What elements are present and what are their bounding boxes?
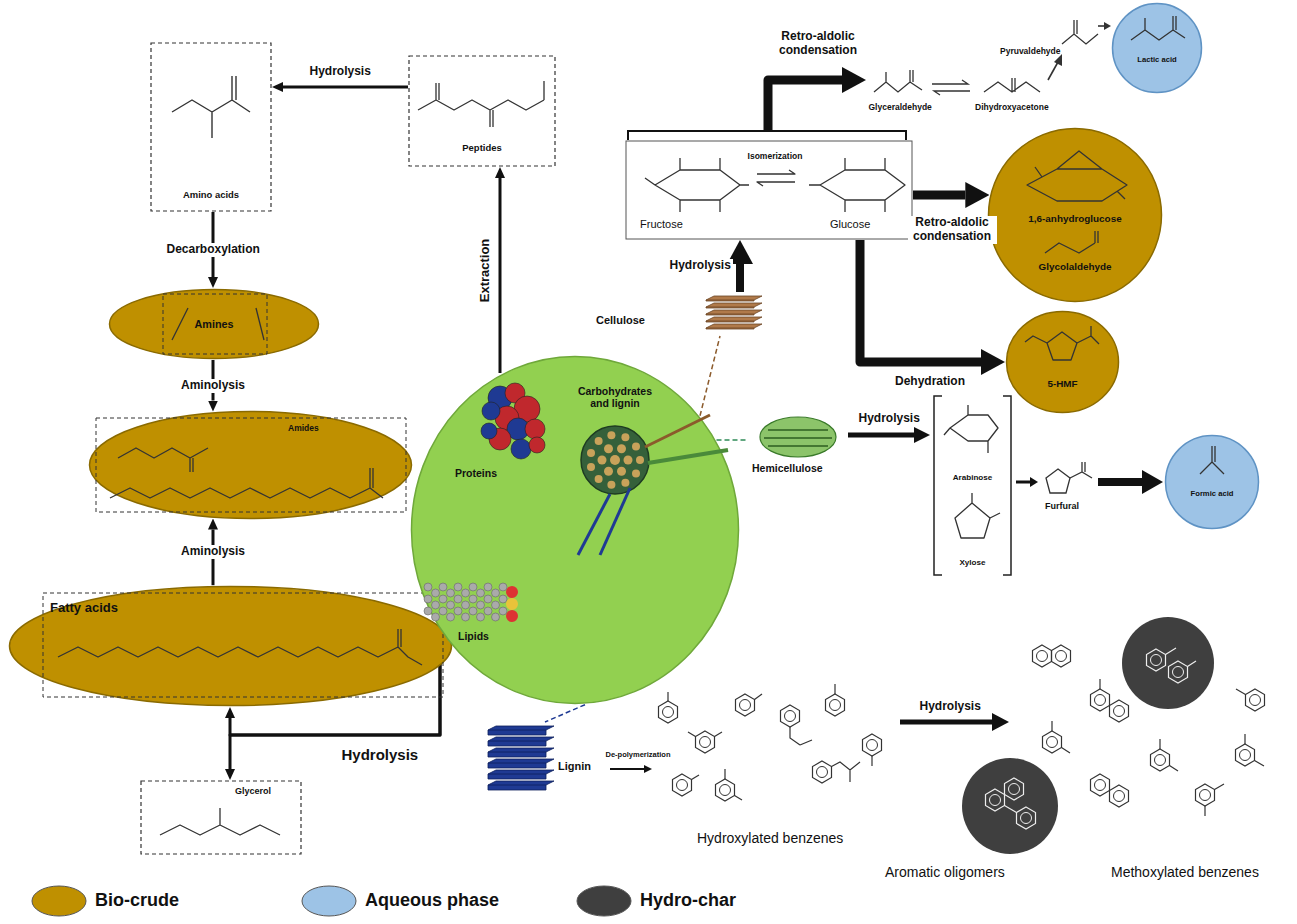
aqueous-circle-outline	[1164, 434, 1260, 530]
dashed-box: Amino acids	[150, 42, 272, 212]
bio-crude-circle: 1,6-anhydroglucoseGlycolaldehyde	[987, 127, 1163, 303]
free-label: Glyceraldehyde	[869, 103, 932, 113]
node-label: Peptides	[408, 143, 556, 154]
node-label: 5-HMF	[1005, 378, 1120, 389]
lignin-picture-outline	[488, 722, 606, 794]
free-label: Pyruvaldehyde	[1000, 47, 1060, 57]
node-label: Lactic acid	[1111, 56, 1203, 65]
connector	[848, 433, 914, 438]
free-label: Hydrolysis	[920, 700, 981, 714]
aqueous-circle: Formic acid	[1164, 434, 1260, 530]
connector	[283, 86, 408, 89]
node-label: Lipids	[458, 630, 489, 642]
free-label: Dihydroxyacetone	[975, 103, 1049, 113]
edge-label: Decarboxylation	[165, 243, 262, 257]
free-label: Furfural	[1045, 501, 1079, 511]
legend-label: Hydro-char	[640, 890, 736, 911]
legend-label: Bio-crude	[95, 890, 179, 911]
triose-structures	[874, 20, 1111, 95]
edge-label: Hydrolysis	[668, 259, 733, 273]
edge-label: Aminolysis	[179, 379, 247, 393]
legend-swatch	[30, 884, 88, 918]
connector	[736, 264, 744, 292]
biomass-circle-outline	[410, 355, 740, 705]
edge-label: Aminolysis	[179, 545, 247, 559]
edge-label: Dehydration	[893, 375, 967, 389]
node-label: Amino acids	[150, 190, 272, 201]
aqueous-circle-outline	[1111, 2, 1203, 94]
free-label: De-polymerization	[606, 751, 671, 760]
free-label: Retro-aldolic condensation	[763, 30, 873, 58]
hemicellulose-picture: Hemicellulose	[748, 412, 848, 478]
legend-swatch-shape	[577, 886, 631, 916]
sugar-box: Fructose IsomerizationGlucose	[625, 140, 913, 240]
edge-label: Hydrolysis	[857, 412, 922, 426]
furfural-structure	[1016, 462, 1163, 494]
connector	[545, 705, 585, 722]
bio-crude-ellipse: Amides	[88, 410, 413, 520]
node-label: Amides	[288, 424, 319, 434]
bio-crude-circle: 5-HMF	[1005, 310, 1120, 414]
edge-label: Extraction	[478, 236, 493, 304]
node-label: Hemicellulose	[752, 462, 823, 474]
edge-label: Retro-aldolic condensation	[908, 216, 997, 244]
retro-aldol-arrow	[628, 67, 906, 140]
legend-swatch	[300, 884, 358, 918]
node-label: Amines	[108, 318, 320, 330]
connector	[700, 336, 720, 416]
legend-label: Aqueous phase	[365, 890, 499, 911]
cellulose-picture: Cellulose	[596, 292, 766, 336]
lipid-picture: Lipids	[420, 560, 520, 648]
node-label: Isomerization	[745, 152, 805, 162]
dashed-box-outline	[150, 42, 272, 212]
sugar-bracket-outline	[930, 393, 1015, 578]
free-label: Methoxylated benzenes	[1111, 864, 1259, 880]
connector	[860, 240, 981, 362]
dashed-box: Peptides	[408, 55, 556, 167]
free-label: Aromatic oligomers	[885, 864, 1005, 880]
node-label: Lignin	[558, 760, 591, 773]
node-label: Arabinose	[930, 473, 1015, 482]
aqueous-circle: Lactic acid	[1111, 2, 1203, 94]
connector	[499, 178, 502, 373]
node-label: Carbohydrates and lignin	[570, 385, 660, 409]
node-label: Glycerol	[235, 786, 271, 796]
sugar-bracket: ArabinoseXylose	[930, 393, 1015, 578]
bio-crude-ellipse: Amines	[108, 288, 320, 360]
protein-picture: Proteins	[455, 373, 547, 485]
biomass-circle: Carbohydrates and ligninProteinsLipids	[410, 355, 740, 705]
bio-crude-ellipse: Fatty acids	[8, 585, 453, 707]
edge-label: Hydrolysis	[340, 746, 421, 763]
node-label: Glucose	[830, 218, 870, 231]
free-label: Hydroxylated benzenes	[697, 830, 843, 846]
node-label: Proteins	[455, 467, 497, 479]
edge-label: Hydrolysis	[308, 65, 373, 79]
legend-swatch	[575, 884, 633, 918]
connector	[913, 191, 965, 200]
lignin-depolymerization	[610, 684, 1009, 801]
legend-swatch-shape	[302, 886, 356, 916]
dashed-box: Glycerol	[140, 780, 302, 855]
bio-crude-circle-outline	[1005, 310, 1120, 414]
node-label: Fatty acids	[50, 601, 118, 616]
node-label: Cellulose	[596, 314, 645, 327]
node-label: Glycolaldehyde	[987, 261, 1163, 272]
legend-swatch-shape	[32, 886, 86, 916]
hydro-char-products	[962, 617, 1265, 854]
connector	[717, 439, 749, 441]
lignin-picture: Lignin	[488, 722, 606, 794]
node-label: Fructose	[640, 218, 683, 231]
node-label: Formic acid	[1164, 490, 1260, 499]
node-label: Xylose	[930, 558, 1015, 567]
bio-crude-ellipse-outline	[88, 410, 413, 520]
dashed-box-outline	[140, 780, 302, 855]
node-label: 1,6-anhydroglucose	[987, 213, 1163, 224]
